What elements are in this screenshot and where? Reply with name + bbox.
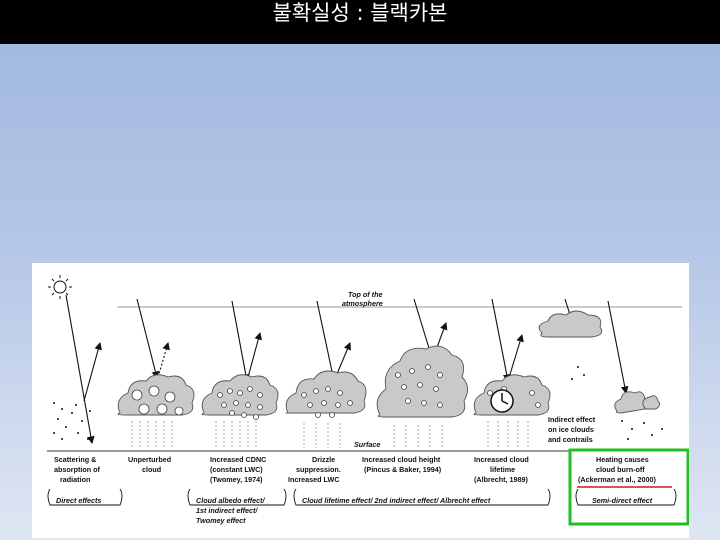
aerosol-particles — [53, 402, 91, 440]
direct-effects-label: Direct effects — [56, 496, 101, 505]
cloud-lifetime-label: Cloud lifetime effect/ 2nd indirect effe… — [302, 496, 491, 505]
clock-icon — [490, 389, 514, 413]
col6-line1: Increased cloud — [474, 455, 529, 464]
absorbing-aerosols — [571, 366, 663, 440]
cloud-albedo-label-1: Cloud albedo effect/ — [196, 496, 266, 505]
cloud-drizzle-suppression — [285, 370, 367, 418]
semi-direct-label: Semi-direct effect — [592, 496, 653, 505]
ice-cloud-label-2: on ice clouds — [548, 425, 594, 434]
col5-line2: (Pincus & Baker, 1994) — [364, 465, 442, 474]
cloud-ice — [538, 310, 603, 338]
surface-label: Surface — [354, 440, 380, 449]
radiation-rays — [65, 294, 629, 445]
atmosphere-label-2: atmosphere — [342, 299, 383, 308]
col4-line3: Increased LWC — [288, 475, 340, 484]
semi-direct-highlight-box — [568, 448, 689, 526]
slide-title: 불확실성 : 블랙카본 — [0, 0, 720, 44]
col2-line1: Unperturbed — [128, 455, 171, 464]
col4-line2: suppression. — [296, 465, 341, 474]
precipitation-lines — [131, 421, 529, 448]
aerosol-effects-diagram: Top of the atmosphere Surface — [32, 263, 689, 538]
col7-line1: Heating causes — [596, 455, 649, 464]
col1-line1: Scattering & — [54, 455, 96, 464]
col6-line3: (Albrecht, 1989) — [474, 475, 529, 484]
cloud-increased-height — [376, 345, 468, 418]
cloud-semi-direct — [614, 391, 661, 414]
col4-line1: Drizzle — [312, 455, 335, 464]
col3-line2: (constant LWC) — [210, 465, 263, 474]
ice-cloud-label-1: Indirect effect — [548, 415, 596, 424]
cloud-unperturbed — [117, 374, 195, 416]
cloud-albedo-label-3: Twomey effect — [196, 516, 246, 525]
col5-line1: Increased cloud height — [362, 455, 441, 464]
col2-line2: cloud — [142, 465, 161, 474]
col3-line3: (Twomey, 1974) — [210, 475, 263, 484]
col1-line3: radiation — [60, 475, 90, 484]
col1-line2: absorption of — [54, 465, 101, 474]
ice-cloud-label-3: and contrails — [548, 435, 593, 444]
cloud-increased-cdnc — [201, 374, 279, 420]
sun-icon — [48, 275, 72, 299]
cloud-albedo-label-2: 1st indirect effect/ — [196, 506, 258, 515]
atmosphere-label-1: Top of the — [348, 290, 382, 299]
col7-line3: (Ackerman et al., 2000) — [578, 475, 657, 484]
col3-line1: Increased CDNC — [210, 455, 266, 464]
col6-line2: lifetime — [490, 465, 515, 474]
effect-brackets — [47, 488, 677, 506]
col7-line2: cloud burn-off — [596, 465, 645, 474]
